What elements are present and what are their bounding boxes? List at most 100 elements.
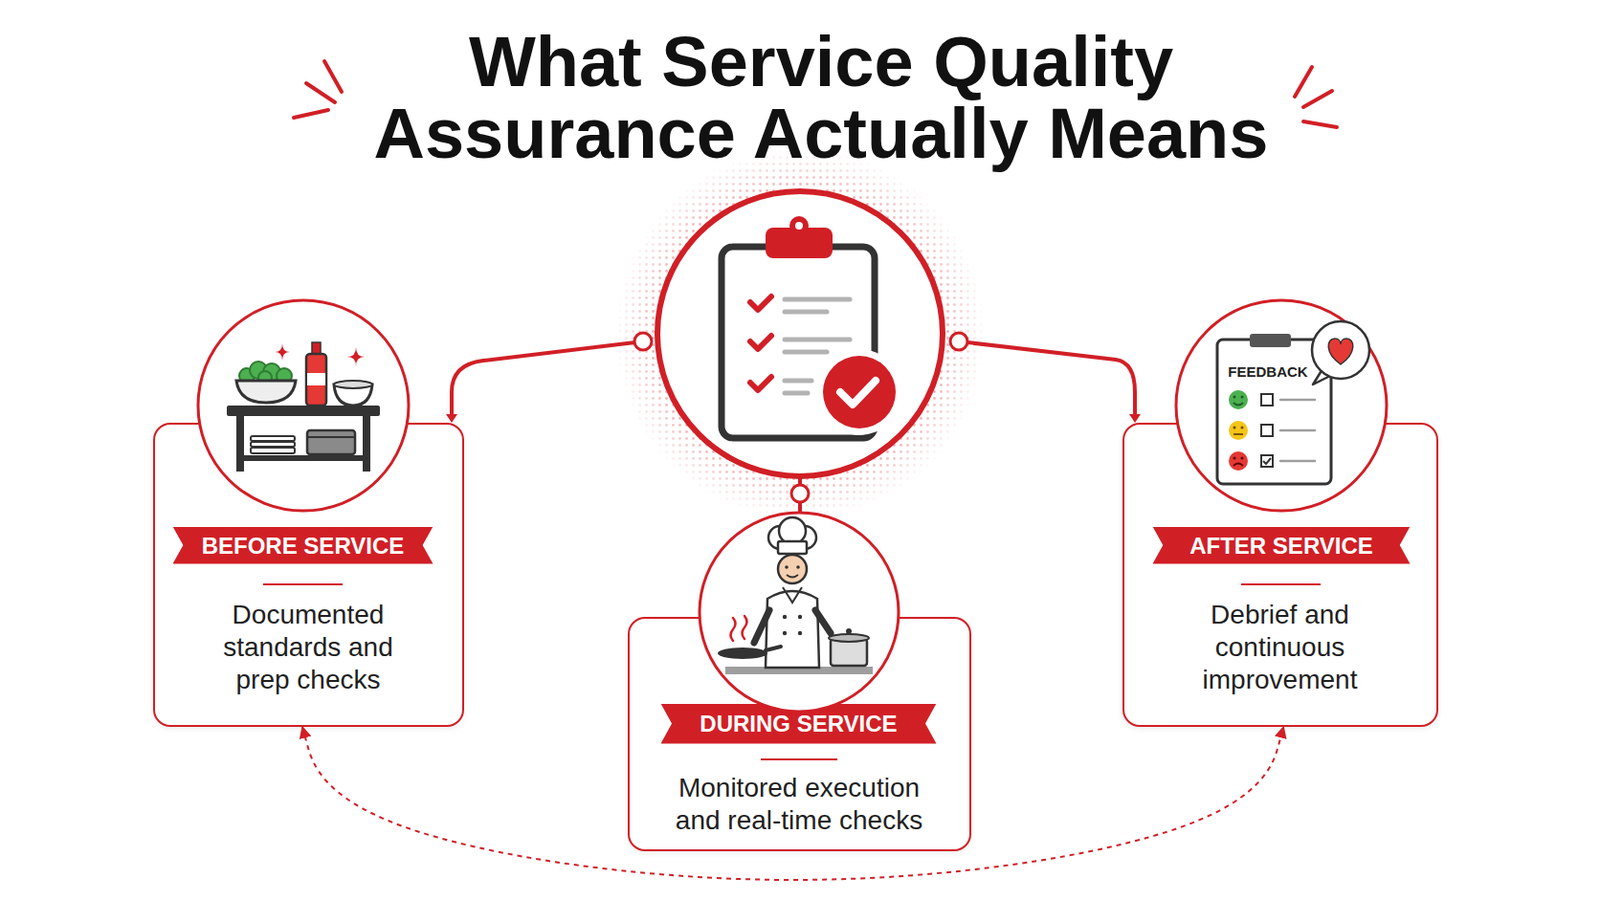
checklist-hub-icon xyxy=(750,335,772,350)
title-accent xyxy=(324,61,342,92)
prep-table-icon xyxy=(250,436,295,442)
feedback-icon xyxy=(1280,429,1315,433)
checklist-hub-icon xyxy=(784,391,808,397)
checklist-hub-icon xyxy=(784,378,812,384)
title-accent xyxy=(293,61,1337,128)
chef-icon xyxy=(830,639,867,667)
chef-icon xyxy=(798,615,802,620)
separator-line xyxy=(760,758,838,761)
hub-arrowhead xyxy=(1129,414,1141,423)
prep-table-icon xyxy=(250,447,295,454)
chef-icon xyxy=(793,526,817,550)
prep-table-icon xyxy=(250,442,295,447)
feedback-icon xyxy=(1261,394,1273,467)
prep-table-icon xyxy=(306,354,327,406)
feedback-icon xyxy=(1241,457,1245,461)
hub-arrowhead xyxy=(445,414,458,423)
chef-icon xyxy=(731,618,736,642)
feedback-icon xyxy=(1249,333,1291,348)
chef-icon xyxy=(754,610,770,644)
separator-line xyxy=(1241,583,1321,586)
prep-table-icon xyxy=(362,416,371,472)
feedback-icon xyxy=(1233,426,1237,430)
cycle-arrow xyxy=(302,727,1284,881)
prep-table-icon xyxy=(239,368,255,384)
junction-dot xyxy=(634,333,652,351)
chef-icon xyxy=(782,615,802,636)
checklist-hub-icon xyxy=(789,216,809,236)
stage-ribbon: BEFORE SERVICE xyxy=(173,527,434,565)
stage-description: Debrief and continuous improvement xyxy=(1179,599,1381,697)
prep-table-icon xyxy=(274,343,290,361)
prep-table-icon xyxy=(333,384,373,406)
feedback-icon xyxy=(1228,451,1248,471)
prep-table-icon xyxy=(307,436,356,439)
feedback-icon xyxy=(1233,464,1244,467)
separator-line xyxy=(263,583,343,586)
hub-connector xyxy=(451,341,1135,513)
feedback-icon xyxy=(1328,338,1354,365)
feedback-icon xyxy=(1261,455,1273,467)
checklist-hub-icon xyxy=(750,296,772,311)
stage-box: DURING SERVICEMonitored execution and re… xyxy=(627,617,972,852)
separator-line xyxy=(263,584,1321,760)
prep-table-icon xyxy=(263,363,281,381)
chef-icon xyxy=(828,634,869,643)
title-accent xyxy=(1294,66,1312,97)
feedback-icon xyxy=(1280,400,1315,462)
hub-connector xyxy=(958,341,1135,418)
checklist-hub-icon xyxy=(657,191,943,477)
chef-icon xyxy=(845,628,852,635)
chef-icon xyxy=(768,517,817,555)
stage-box: AFTER SERVICEDebrief and continuous impr… xyxy=(1122,422,1439,728)
checklist-hub-icon xyxy=(784,310,827,315)
checklist-hub-icon xyxy=(840,380,876,405)
prep-table-icon xyxy=(258,371,272,385)
feedback-icon xyxy=(1312,369,1333,385)
chef-icon xyxy=(798,631,802,636)
checklist-hub-icon xyxy=(750,377,772,391)
prep-table-icon xyxy=(198,300,409,512)
chef-icon xyxy=(725,666,873,675)
feedback-icon xyxy=(1261,424,1273,437)
junction-dot xyxy=(950,333,968,351)
title-accent xyxy=(1303,121,1337,128)
feedback-icon xyxy=(1176,300,1387,512)
feedback-icon xyxy=(1280,460,1315,464)
feedback-icon xyxy=(1233,402,1244,406)
icon-label: FEEDBACK xyxy=(1220,363,1316,381)
stage-description: Monitored execution and real-time checks xyxy=(665,772,934,838)
chef-icon xyxy=(782,631,787,636)
title-accent xyxy=(306,83,335,103)
feedback-icon xyxy=(1233,457,1237,461)
chef-icon xyxy=(731,616,748,642)
checklist-hub-icon xyxy=(784,350,827,356)
junction-dot xyxy=(634,333,968,503)
hub-arrowhead xyxy=(445,414,1141,423)
checklist-hub-icon xyxy=(657,191,943,477)
feedback-icon xyxy=(1311,321,1370,379)
feedback-icon xyxy=(1280,399,1315,402)
junction-dot xyxy=(791,485,809,503)
feedback-icon xyxy=(1176,300,1387,512)
chef-icon xyxy=(765,646,781,651)
chef-icon xyxy=(778,517,806,545)
prep-table-icon xyxy=(249,361,267,379)
feedback-icon xyxy=(1241,396,1245,400)
feedback-icon xyxy=(1261,394,1273,406)
chef-icon xyxy=(742,616,748,640)
prep-table-icon xyxy=(239,361,292,385)
chef-icon xyxy=(699,512,899,712)
prep-table-icon xyxy=(347,347,365,367)
title-accent xyxy=(293,110,329,118)
stage-box: BEFORE SERVICEDocumented standards and p… xyxy=(153,422,465,728)
chef-icon xyxy=(777,555,807,584)
checklist-hub-icon xyxy=(784,297,850,303)
prep-table-icon xyxy=(307,430,356,455)
hub-connector xyxy=(451,341,644,418)
prep-table-icon xyxy=(333,380,373,389)
checklist-hub-icon xyxy=(721,246,875,439)
hub-connector xyxy=(798,476,802,513)
